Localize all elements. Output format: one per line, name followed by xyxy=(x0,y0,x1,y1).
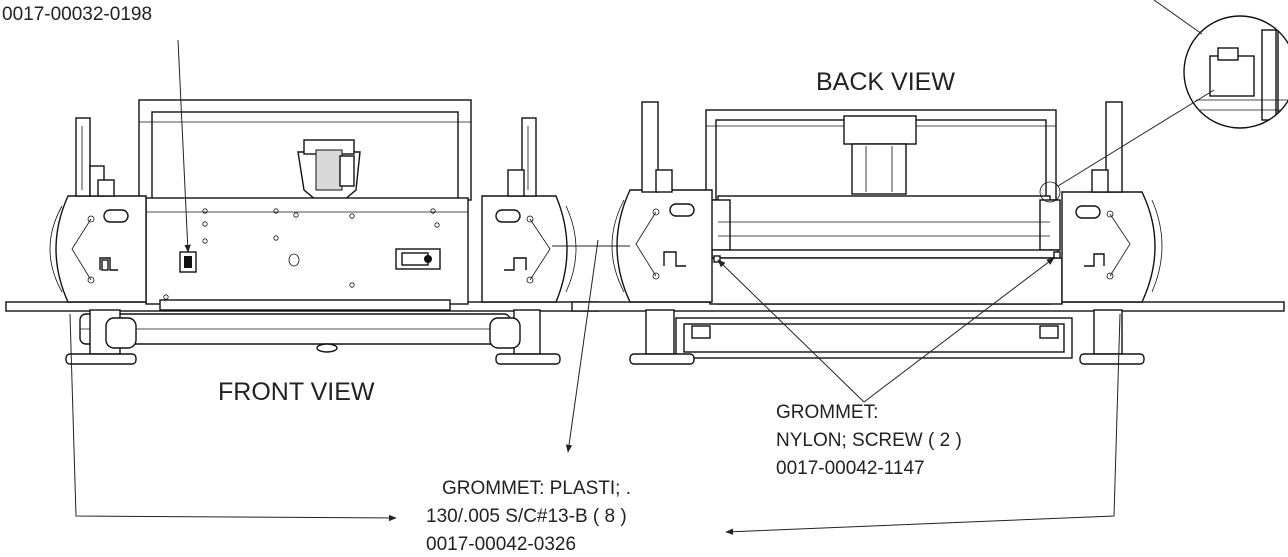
labels: 0017-00032-0198 BACK VIEW FRONT VIEW GRO… xyxy=(2,4,962,555)
nylon-grommet-line1: GROMMET: xyxy=(776,402,878,423)
plastic-grommet-line2: 130/.005 S/C#13-B ( 8 ) xyxy=(426,506,627,527)
back-view-machine xyxy=(571,101,1285,365)
magnified-detail-circle xyxy=(1183,15,1288,129)
plastic-grommet-line3: 0017-00042-0326 xyxy=(426,534,576,555)
front-view-title: FRONT VIEW xyxy=(218,378,375,406)
nylon-grommet-line2: NYLON; SCREW ( 2 ) xyxy=(776,430,962,451)
plastic-grommet-line1: GROMMET: PLASTI; . xyxy=(442,478,631,499)
front-view-machine xyxy=(5,99,599,365)
back-view-title: BACK VIEW xyxy=(816,68,955,96)
leader-lines xyxy=(69,0,1215,535)
nylon-grommet-line3: 0017-00042-1147 xyxy=(776,458,925,479)
top-part-number-label: 0017-00032-0198 xyxy=(2,4,152,25)
